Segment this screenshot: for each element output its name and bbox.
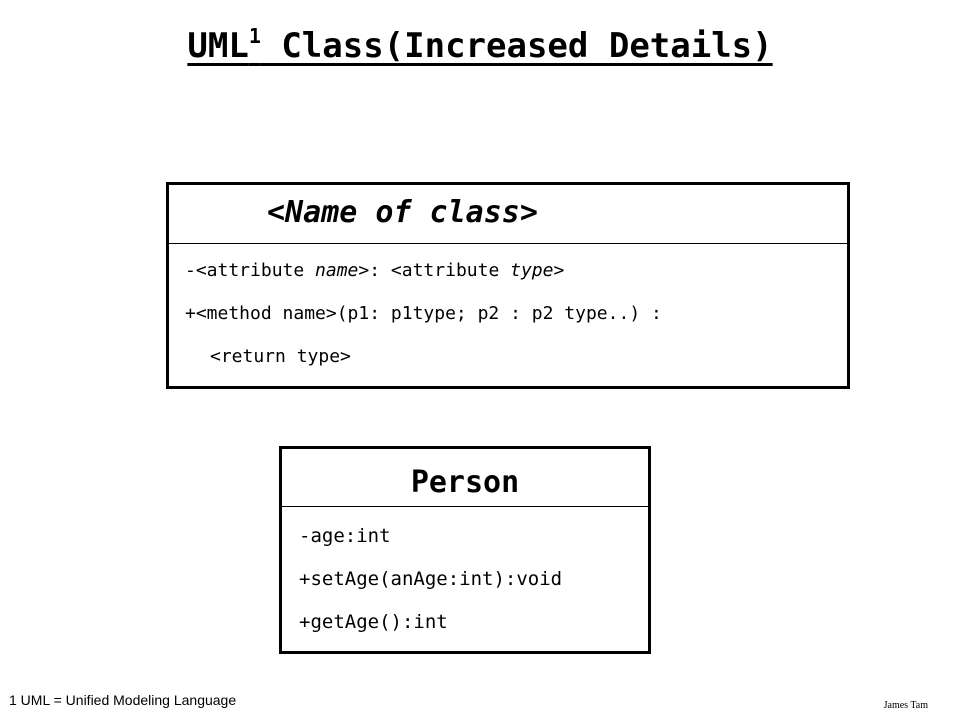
slide-title: UML1 Class(Increased Details) xyxy=(0,22,960,70)
generic-return-line: <return type> xyxy=(210,346,351,367)
slide-title-text: UML1 Class(Increased Details) xyxy=(187,26,772,66)
title-rest: Class(Increased Details) xyxy=(260,26,773,66)
person-class-members: -age:int +setAge(anAge:int):void +getAge… xyxy=(282,507,648,651)
attribute-suffix: > xyxy=(553,260,565,281)
title-uml: UML xyxy=(187,26,249,66)
attribute-middle: >: <attribute xyxy=(358,260,511,281)
attribute-type-word: type xyxy=(510,260,554,281)
author-credit: James Tam xyxy=(883,700,928,711)
footnote: 1 UML = Unified Modeling Language xyxy=(9,692,237,708)
person-method-setage: +setAge(anAge:int):void xyxy=(299,568,563,590)
person-class-header: Person xyxy=(282,449,648,507)
generic-class-members: -<attribute name>: <attribute type> +<me… xyxy=(169,244,847,386)
attribute-name-word: name xyxy=(315,260,359,281)
generic-method-line: +<method name>(p1: p1type; p2 : p2 type.… xyxy=(185,303,662,324)
person-method-getage: +getAge():int xyxy=(299,611,448,633)
person-class-box: Person -age:int +setAge(anAge:int):void … xyxy=(279,446,651,654)
attribute-prefix: -<attribute xyxy=(185,260,316,281)
title-superscript: 1 xyxy=(248,24,261,48)
generic-class-header: <Name of class> xyxy=(169,185,847,244)
generic-class-name: <Name of class> xyxy=(267,195,538,230)
generic-class-box: <Name of class> -<attribute name>: <attr… xyxy=(166,182,850,389)
person-class-name: Person xyxy=(410,465,520,500)
generic-attribute-line: -<attribute name>: <attribute type> xyxy=(185,258,564,284)
person-attribute-age: -age:int xyxy=(299,525,391,547)
